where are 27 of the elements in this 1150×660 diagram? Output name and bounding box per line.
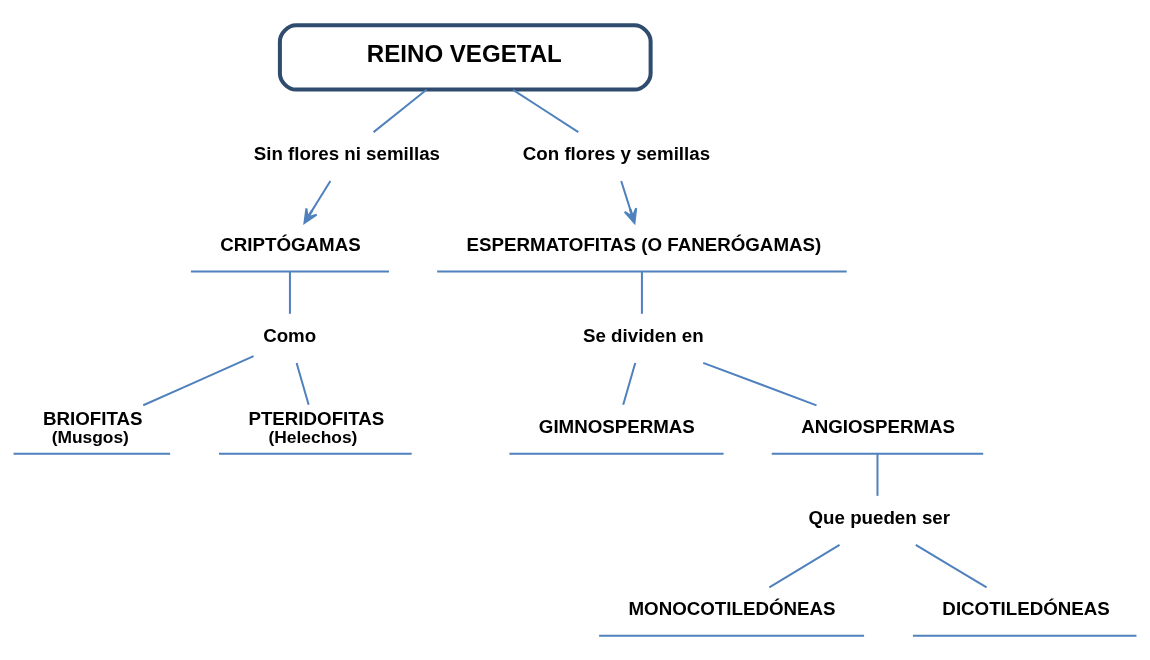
node-text: Que pueden ser (808, 506, 951, 528)
connector (622, 362, 637, 405)
connector (915, 543, 988, 588)
arrow (620, 180, 638, 224)
node-text: GIMNOSPERMAS (538, 415, 695, 437)
node-text: CRIPTÓGAMAS (220, 233, 361, 255)
connector (512, 88, 579, 133)
node-text: Se dividen en (583, 324, 704, 346)
node-text: Como (263, 324, 317, 346)
node-text: ANGIOSPERMAS (801, 415, 956, 437)
connector (640, 271, 643, 314)
arrow (303, 180, 332, 224)
connector (372, 88, 428, 133)
node-text: Sin flores ni semillas (253, 142, 441, 164)
connector (295, 362, 310, 405)
node-text: MONOCOTILEDÓNEAS (628, 597, 836, 619)
connector (288, 271, 291, 314)
node-box: REINO VEGETAL (277, 22, 653, 92)
node-text: ESPERMATOFITAS (O FANERÓGAMAS) (466, 233, 822, 255)
node-text: DICOTILEDÓNEAS (942, 597, 1110, 619)
connector (876, 453, 879, 496)
node-text: BRIOFITAS (Musgos) (43, 407, 143, 447)
node-text: Con flores y semillas (522, 142, 711, 164)
connector (702, 361, 817, 406)
connector (768, 543, 841, 588)
node-text: PTERIDOFITAS (Helechos) (248, 407, 385, 447)
connector (142, 354, 254, 406)
